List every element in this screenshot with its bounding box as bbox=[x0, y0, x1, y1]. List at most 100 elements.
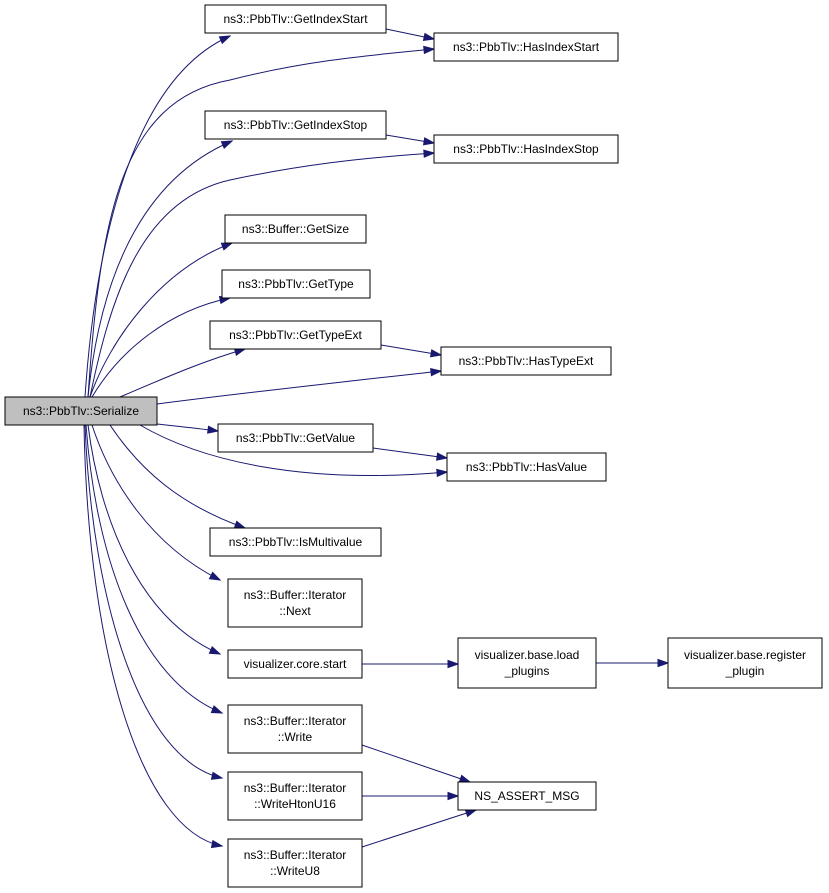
node-writehtonu16[interactable]: ns3::Buffer::Iterator::WriteHtonU16 bbox=[227, 771, 363, 821]
edge-gettypeext-to-hastypeext bbox=[380, 344, 443, 358]
arrowhead bbox=[423, 149, 436, 158]
node-label: _plugins bbox=[504, 664, 550, 678]
edge-line bbox=[89, 242, 233, 398]
arrowhead bbox=[458, 774, 472, 783]
edge-serialize-to-gettypeext bbox=[119, 347, 247, 398]
node-corestart[interactable]: visualizer.core.start bbox=[227, 649, 363, 679]
node-label: ns3::PbbTlv::GetType bbox=[238, 277, 354, 291]
call-edges bbox=[83, 28, 670, 849]
node-label: ::Write bbox=[278, 730, 313, 744]
arrowhead bbox=[208, 571, 222, 581]
node-box bbox=[4, 396, 158, 426]
edge-serialize-to-getindexstop bbox=[87, 140, 234, 398]
edge-serialize-to-getvalue bbox=[156, 423, 220, 434]
edge-line bbox=[84, 35, 231, 398]
edge-serialize-to-hastypeext bbox=[156, 367, 443, 405]
node-label: ns3::Buffer::GetSize bbox=[242, 222, 349, 236]
edge-line bbox=[83, 424, 223, 847]
node-gettype[interactable]: ns3::PbbTlv::GetType bbox=[221, 269, 371, 299]
node-label: ns3::Buffer::Iterator bbox=[244, 588, 347, 602]
node-hasvalue[interactable]: ns3::PbbTlv::HasValue bbox=[446, 452, 607, 482]
node-label: ::WriteHtonU16 bbox=[254, 797, 336, 811]
arrowhead bbox=[210, 839, 224, 849]
edge-line bbox=[87, 424, 221, 655]
node-box bbox=[227, 649, 363, 679]
node-box bbox=[209, 527, 382, 557]
edge-line bbox=[361, 809, 477, 848]
node-hasindexstop[interactable]: ns3::PbbTlv::HasIndexStop bbox=[433, 134, 619, 164]
node-box bbox=[227, 838, 363, 888]
node-label: ::Next bbox=[279, 604, 311, 618]
edge-getvalue-to-hasvalue bbox=[372, 447, 449, 461]
arrowhead bbox=[422, 137, 436, 146]
node-write[interactable]: ns3::Buffer::Iterator::Write bbox=[227, 704, 363, 754]
node-label: ns3::Buffer::Iterator bbox=[244, 848, 347, 862]
node-label: ns3::PbbTlv::GetIndexStop bbox=[224, 118, 368, 132]
edge-serialize-to-gettype bbox=[91, 295, 232, 398]
node-label: ns3::PbbTlv::HasIndexStart bbox=[453, 40, 600, 54]
node-box bbox=[224, 214, 367, 244]
node-box bbox=[433, 32, 619, 62]
edge-line bbox=[156, 370, 442, 405]
edge-serialize-to-hasindexstart bbox=[87, 45, 436, 398]
edge-line bbox=[119, 348, 246, 398]
node-loadplugins[interactable]: visualizer.base.load _plugins bbox=[457, 637, 597, 689]
arrowhead bbox=[422, 32, 436, 41]
node-getsize[interactable]: ns3::Buffer::GetSize bbox=[224, 214, 367, 244]
edge-serialize-to-getindexstart bbox=[84, 35, 232, 398]
edge-serialize-to-getsize bbox=[89, 242, 234, 398]
node-hasindexstart[interactable]: ns3::PbbTlv::HasIndexStart bbox=[433, 32, 619, 62]
node-label: ns3::PbbTlv::IsMultivalue bbox=[229, 535, 363, 549]
node-box bbox=[227, 578, 363, 628]
edge-serialize-to-hasindexstop bbox=[89, 149, 436, 398]
node-label: ns3::Buffer::Iterator bbox=[244, 714, 347, 728]
node-label: ns3::PbbTlv::HasValue bbox=[466, 460, 587, 474]
node-gettypeext[interactable]: ns3::PbbTlv::GetTypeExt bbox=[209, 320, 382, 350]
node-writeu8[interactable]: ns3::Buffer::Iterator::WriteU8 bbox=[227, 838, 363, 888]
node-registerplugin[interactable]: visualizer.base.register _plugin bbox=[667, 637, 823, 689]
arrowhead bbox=[210, 771, 224, 780]
node-hastypeext[interactable]: ns3::PbbTlv::HasTypeExt bbox=[440, 346, 612, 376]
node-label: ns3::PbbTlv::GetIndexStart bbox=[223, 12, 368, 26]
arrowhead bbox=[430, 367, 443, 377]
edge-loadplugins-to-registerplugin bbox=[596, 658, 670, 668]
node-label: ns3::PbbTlv::GetTypeExt bbox=[229, 328, 362, 342]
node-box bbox=[440, 346, 612, 376]
node-getindexstart[interactable]: ns3::PbbTlv::GetIndexStart bbox=[204, 4, 387, 34]
arrowhead bbox=[423, 45, 436, 55]
edge-line bbox=[87, 48, 435, 398]
arrowhead bbox=[657, 658, 670, 668]
edge-line bbox=[91, 424, 221, 581]
node-label: ns3::PbbTlv::HasIndexStop bbox=[453, 142, 599, 156]
arrowhead bbox=[464, 809, 478, 818]
edge-writehtonu16-to-assertmsg bbox=[362, 791, 460, 801]
edge-line bbox=[89, 152, 435, 398]
edge-line bbox=[91, 297, 231, 398]
node-label: ns3::PbbTlv::Serialize bbox=[23, 404, 139, 418]
node-assertmsg[interactable]: NS_ASSERT_MSG bbox=[457, 781, 597, 811]
node-label: visualizer.base.register bbox=[684, 648, 806, 662]
node-label: ns3::Buffer::Iterator bbox=[244, 781, 347, 795]
node-box bbox=[227, 771, 363, 821]
edge-line bbox=[139, 424, 448, 476]
node-box bbox=[221, 269, 371, 299]
node-label: _plugin bbox=[725, 664, 765, 678]
node-label: NS_ASSERT_MSG bbox=[474, 789, 579, 803]
node-box bbox=[204, 4, 387, 34]
arrowhead bbox=[208, 646, 222, 655]
node-label: ns3::PbbTlv::GetValue bbox=[236, 431, 356, 445]
node-next[interactable]: ns3::Buffer::Iterator::Next bbox=[227, 578, 363, 628]
node-label: ns3::PbbTlv::HasTypeExt bbox=[459, 354, 594, 368]
node-getvalue[interactable]: ns3::PbbTlv::GetValue bbox=[217, 423, 374, 453]
node-ismultivalue[interactable]: ns3::PbbTlv::IsMultivalue bbox=[209, 527, 382, 557]
arrowhead bbox=[233, 520, 247, 529]
node-label: visualizer.base.load bbox=[475, 648, 580, 662]
node-box bbox=[457, 781, 597, 811]
node-serialize[interactable]: ns3::PbbTlv::Serialize bbox=[4, 396, 158, 426]
edge-serialize-to-next bbox=[91, 424, 222, 581]
arrowhead bbox=[436, 452, 449, 461]
node-box bbox=[227, 704, 363, 754]
node-getindexstop[interactable]: ns3::PbbTlv::GetIndexStop bbox=[204, 110, 387, 140]
edge-line bbox=[87, 140, 233, 398]
